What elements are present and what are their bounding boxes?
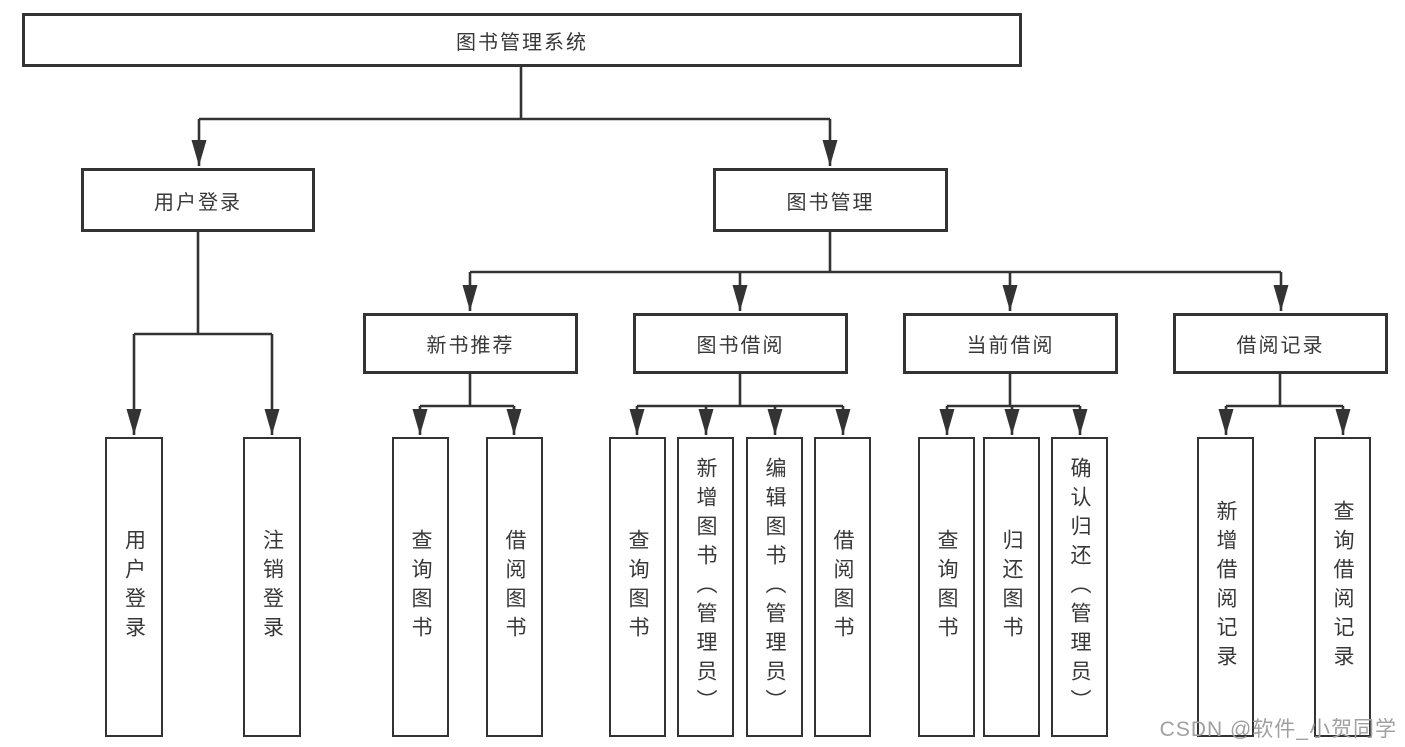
leaf-label: 查询图书 <box>409 529 432 645</box>
node-book-management: 图书管理 <box>713 168 948 232</box>
leaf-label: 查询图书 <box>626 529 649 645</box>
node-book-borrowing: 图书借阅 <box>633 313 848 374</box>
node-root: 图书管理系统 <box>22 13 1022 67</box>
leaf-borrow-books-recommend: 借阅图书 <box>486 437 543 737</box>
leaf-return-books: 归还图书 <box>983 437 1040 737</box>
leaf-query-books-borrow: 查询图书 <box>609 437 666 737</box>
leaf-label: 借阅图书 <box>503 529 526 645</box>
leaf-borrow-books: 借阅图书 <box>814 437 871 737</box>
leaf-query-books-current: 查询图书 <box>918 437 975 737</box>
leaf-add-books-admin: 新增图书（管理员） <box>677 437 734 737</box>
node-new-book-recommendation: 新书推荐 <box>363 313 578 374</box>
leaf-label: 归还图书 <box>1000 529 1023 645</box>
leaf-label: 编辑图书（管理员） <box>763 456 786 718</box>
leaf-label: 确认归还（管理员） <box>1068 456 1091 718</box>
node-current-borrowing: 当前借阅 <box>903 313 1118 374</box>
leaf-logout: 注销登录 <box>243 437 301 737</box>
leaf-label: 新增图书（管理员） <box>694 456 717 718</box>
node-user-login: 用户登录 <box>81 168 315 232</box>
leaf-label: 新增借阅记录 <box>1214 500 1237 674</box>
leaf-edit-books-admin: 编辑图书（管理员） <box>746 437 803 737</box>
leaf-confirm-return-admin: 确认归还（管理员） <box>1051 437 1108 737</box>
leaf-add-borrow-record: 新增借阅记录 <box>1197 437 1254 737</box>
leaf-query-books-recommend: 查询图书 <box>392 437 449 737</box>
leaf-label: 注销登录 <box>260 529 284 645</box>
leaf-label: 用户登录 <box>122 529 146 645</box>
leaf-label: 借阅图书 <box>831 529 854 645</box>
leaf-user-login: 用户登录 <box>105 437 163 737</box>
leaf-label: 查询借阅记录 <box>1331 500 1354 674</box>
leaf-label: 查询图书 <box>935 529 958 645</box>
node-borrowing-records: 借阅记录 <box>1173 313 1388 374</box>
leaf-query-borrow-record: 查询借阅记录 <box>1314 437 1371 737</box>
